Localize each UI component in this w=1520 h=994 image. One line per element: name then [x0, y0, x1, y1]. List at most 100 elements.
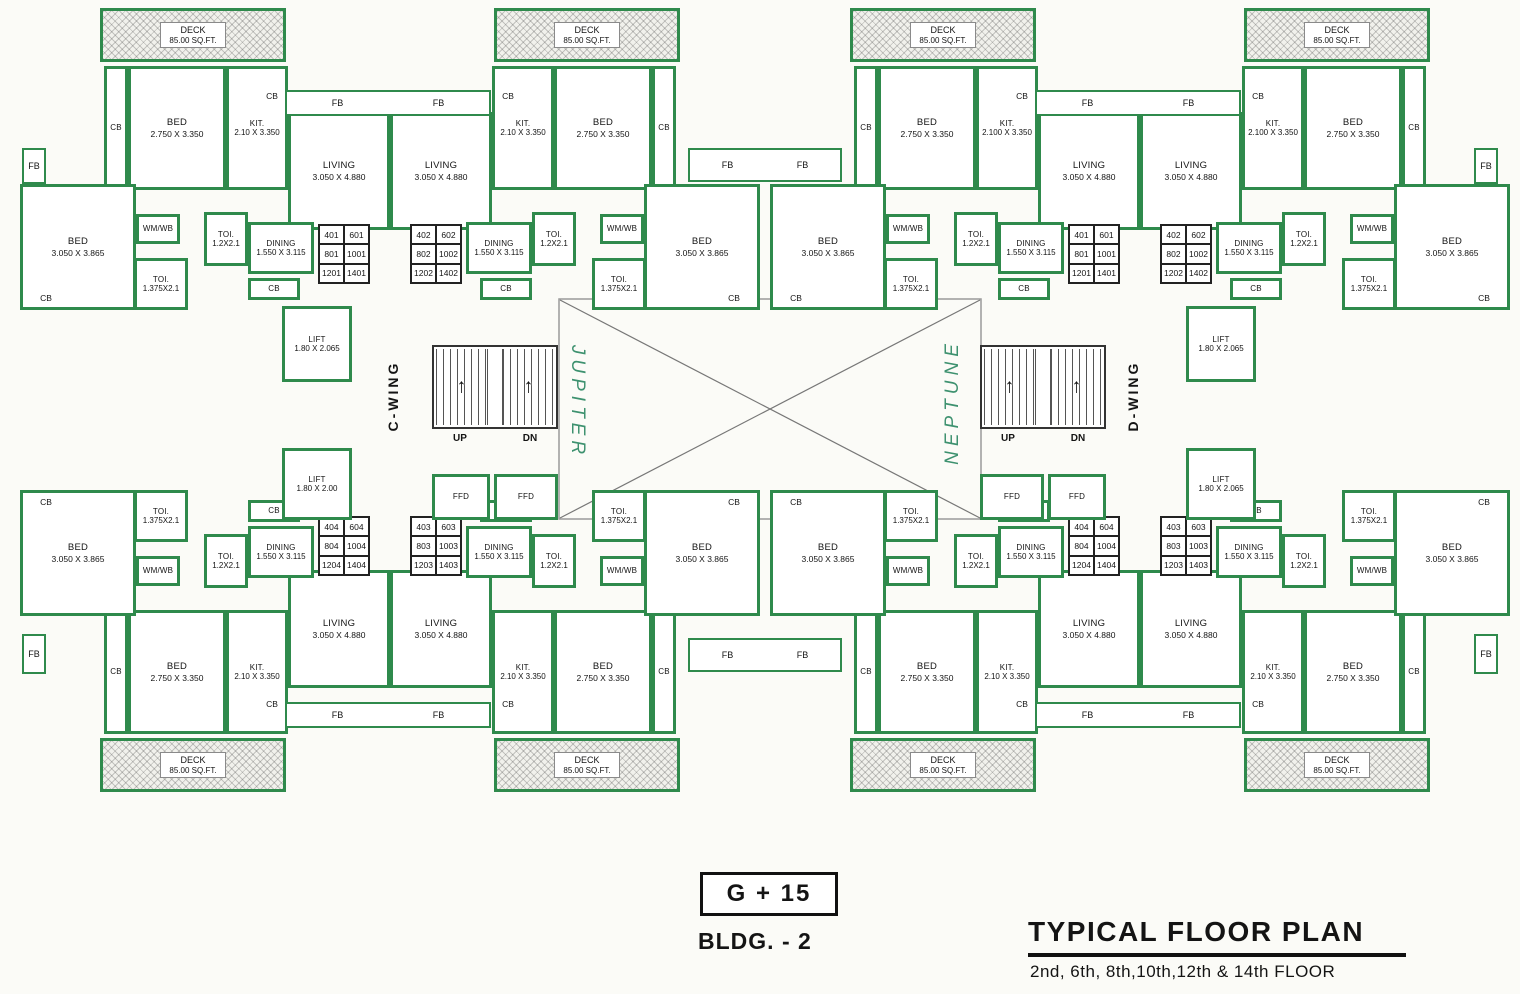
- cupboard: CB: [1402, 66, 1426, 190]
- up-arrow-icon: ↑: [1071, 375, 1082, 398]
- room-dimensions: 2.10 X 3.350: [984, 672, 1030, 681]
- room-name: CB: [860, 123, 872, 133]
- flat-number-cell: 1402: [436, 263, 461, 283]
- cupboard-label: CB: [502, 699, 514, 709]
- flower-bed-label: FB: [721, 650, 734, 660]
- stair-dn-label: DN: [522, 432, 538, 444]
- room-name: DECK: [1324, 754, 1350, 765]
- room-dimensions: 2.750 X 3.350: [900, 672, 954, 683]
- room-dimensions: 3.050 X 3.865: [51, 553, 105, 564]
- cupboard-label: CB: [790, 293, 802, 303]
- room-dimensions: 3.050 X 4.880: [1062, 629, 1116, 640]
- room-name: TOI.: [152, 274, 170, 284]
- room-dimensions: 85.00 SQ.FT.: [563, 35, 611, 45]
- room-dimensions: 2.10 X 3.350: [234, 128, 280, 137]
- flat-number-cell: 604: [1094, 517, 1119, 537]
- room-name: LIVING: [1174, 618, 1208, 630]
- room-name: TOI.: [610, 506, 628, 516]
- room-kitchen: KIT.2.10 X 3.350: [492, 66, 554, 190]
- flat-number-cell: 1202: [1161, 263, 1186, 283]
- flat-number-cell: 401: [1069, 225, 1094, 245]
- room-name: LIFT: [1212, 334, 1230, 344]
- room-dimensions: 3.050 X 3.865: [675, 247, 729, 258]
- cupboard: CB: [104, 610, 128, 734]
- flower-bed-strip: FB: [1474, 148, 1498, 184]
- room-dimensions: 1.80 X 2.00: [296, 484, 338, 493]
- room-name: BED: [916, 661, 938, 673]
- room-dimensions: 85.00 SQ.FT.: [919, 765, 967, 775]
- cupboard-label: CB: [1252, 699, 1264, 709]
- room-name: LIVING: [424, 618, 458, 630]
- room-name: DINING: [484, 542, 514, 552]
- room-name: DINING: [1234, 238, 1264, 248]
- room-name: CB: [110, 123, 122, 133]
- room-name: BED: [1342, 117, 1364, 129]
- flat-number-cell: 1403: [1186, 555, 1211, 575]
- room-dimensions: 1.375X2.1: [600, 516, 638, 525]
- room-name: TOI.: [610, 274, 628, 284]
- flat-number-cell: 1401: [344, 263, 369, 283]
- room-kitchen: KIT.2.10 X 3.350: [492, 610, 554, 734]
- room-dimensions: 1.2X2.1: [1290, 561, 1318, 570]
- stair-flight-up: ↑: [984, 349, 1035, 425]
- room-dimensions: 85.00 SQ.FT.: [1313, 765, 1361, 775]
- cupboard-label: CB: [1016, 91, 1028, 101]
- room-dimensions: 1.80 X 2.065: [294, 344, 340, 353]
- room-name: DINING: [1234, 542, 1264, 552]
- room-name: BED: [691, 542, 713, 554]
- room-name: KIT.: [515, 118, 531, 128]
- room-dimensions: 2.10 X 3.350: [500, 128, 546, 137]
- room-name: BED: [166, 661, 188, 673]
- room-name: DECK: [180, 754, 206, 765]
- room-toilet-large: TOI.1.375X2.1: [134, 490, 188, 542]
- room-name: BED: [592, 117, 614, 129]
- room-kitchen: KIT.2.100 X 3.350: [1242, 66, 1304, 190]
- room-dimensions: 3.050 X 3.865: [801, 553, 855, 564]
- room-dimensions: 2.10 X 3.350: [500, 672, 546, 681]
- staircase-D: ↑↑: [980, 345, 1106, 429]
- ffd-room: FFD: [432, 474, 490, 520]
- flower-bed-label: FB: [721, 160, 734, 170]
- room-toilet-small: TOI.1.2X2.1: [532, 212, 576, 266]
- room-wm-wb: WM/WB: [886, 214, 930, 244]
- flower-bed-strip: FB: [1474, 634, 1498, 674]
- room-name: KIT.: [249, 118, 265, 128]
- ffd-room: FFD: [980, 474, 1044, 520]
- up-arrow-icon: ↑: [523, 375, 534, 398]
- room-kitchen: KIT.2.10 X 3.350: [976, 610, 1038, 734]
- room-name: FFD: [452, 492, 470, 502]
- flat-number-cell: 1004: [344, 536, 369, 556]
- flower-bed-strip: FB: [22, 148, 46, 184]
- flat-number-cell: 1001: [1094, 244, 1119, 264]
- handwritten-name-D: NEPTUNE: [942, 339, 963, 465]
- cupboard: CB: [1402, 610, 1426, 734]
- room-toilet-large: TOI.1.375X2.1: [884, 258, 938, 310]
- flat-number-cell: 402: [1161, 225, 1186, 245]
- flat-number-cell: 1002: [1186, 244, 1211, 264]
- room-name: CB: [658, 123, 670, 133]
- cupboard: CB: [652, 66, 676, 190]
- room-name: KIT.: [515, 662, 531, 672]
